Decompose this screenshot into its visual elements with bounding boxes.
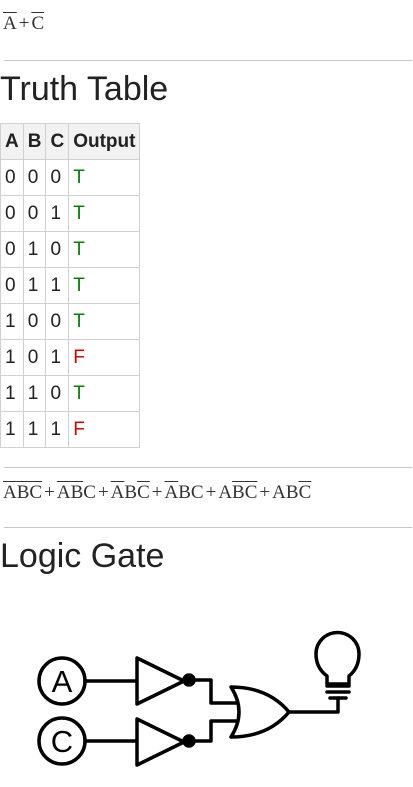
plus-operator: + — [259, 482, 271, 503]
minterm: ABC — [3, 482, 42, 503]
output-cell: T — [68, 375, 141, 412]
divider — [4, 467, 412, 468]
divider — [4, 527, 412, 528]
input-cell: 0 — [0, 231, 24, 268]
input-cell: 0 — [45, 303, 70, 340]
output-cell: T — [68, 195, 141, 232]
plus-operator: + — [18, 13, 30, 34]
not-gate-a — [135, 656, 186, 706]
wire-not-c-to-or — [187, 719, 241, 743]
not-gate-c — [135, 717, 186, 767]
input-cell: 1 — [45, 267, 70, 304]
divider — [4, 60, 412, 61]
input-cell: 1 — [45, 195, 70, 232]
negated-variable: A — [3, 482, 17, 503]
negated-variable: C — [137, 482, 150, 503]
variable: A — [218, 482, 233, 503]
variable: C — [190, 482, 204, 503]
minterm: ABC — [57, 482, 96, 503]
negated-variable: B — [70, 482, 84, 503]
input-cell: 0 — [0, 195, 24, 232]
plus-operator: + — [97, 482, 109, 503]
plus-operator: + — [205, 482, 217, 503]
negated-variable: A — [110, 482, 125, 503]
variable: B — [124, 482, 138, 503]
input-cell: 1 — [0, 411, 24, 448]
output-cell: F — [68, 339, 141, 376]
input-c-label: C — [51, 724, 73, 759]
negated-variable: C — [244, 482, 258, 503]
header-c: C — [45, 123, 70, 160]
input-cell: 0 — [22, 195, 47, 232]
input-cell: 0 — [0, 159, 24, 196]
bulb-icon — [314, 630, 361, 686]
plus-operator: + — [44, 482, 55, 503]
logic-gate-title: Logic Gate — [0, 537, 165, 575]
or-gate — [229, 685, 291, 739]
minterm: ABC — [111, 482, 150, 503]
truth-table-header-row: A B C Output — [0, 123, 141, 160]
input-cell: 0 — [45, 159, 70, 196]
input-cell: 1 — [22, 375, 47, 412]
input-cell: 1 — [45, 411, 70, 448]
output-cell: T — [68, 231, 141, 268]
output-cell: T — [68, 303, 141, 340]
input-cell: 0 — [0, 267, 24, 304]
input-cell: 0 — [22, 303, 47, 340]
input-cell: 0 — [45, 231, 70, 268]
plus-operator: + — [151, 482, 163, 503]
input-cell: 1 — [0, 303, 24, 340]
input-cell: 0 — [22, 339, 47, 376]
output-cell: F — [68, 411, 141, 448]
minterm: ABC — [272, 482, 311, 503]
output-cell: T — [68, 159, 141, 196]
input-cell: 1 — [0, 375, 24, 412]
logic-gate-diagram: A C — [37, 630, 361, 767]
minterm: ABC — [218, 482, 257, 503]
truth-table-title: Truth Table — [0, 70, 169, 108]
variable: C — [83, 482, 96, 503]
variable: B — [178, 482, 191, 503]
sum-of-products-expression: ABC+ABC+ABC+ABC+ABC+ABC — [3, 482, 311, 504]
input-cell: 0 — [22, 159, 47, 196]
input-cell: 1 — [0, 339, 24, 376]
input-cell: 0 — [45, 375, 70, 412]
input-cell: 1 — [22, 231, 47, 268]
wire-output — [287, 696, 340, 714]
header-a: A — [0, 123, 24, 160]
minterm: ABC — [164, 482, 203, 503]
negated-variable: C — [29, 482, 43, 503]
negated-variable: B — [232, 482, 245, 503]
negated-variable: A — [56, 482, 71, 503]
negated-variable: A — [164, 482, 179, 503]
wire-not-a-to-or — [187, 678, 241, 705]
input-cell: 1 — [22, 267, 47, 304]
variable: A — [272, 482, 286, 503]
negated-variable: C — [298, 482, 312, 503]
expression-term: A — [3, 13, 17, 34]
negated-variable: A — [3, 13, 17, 34]
header-b: B — [22, 123, 47, 160]
expression-term: C — [31, 13, 44, 34]
output-cell: T — [68, 267, 141, 304]
simplified-expression: A+C — [3, 13, 44, 35]
header-output: Output — [68, 123, 141, 160]
negated-variable: C — [31, 13, 45, 34]
negated-variable: B — [16, 482, 30, 503]
variable: B — [285, 482, 299, 503]
input-cell: 1 — [45, 339, 70, 376]
input-cell: 1 — [22, 411, 47, 448]
input-a-label: A — [52, 664, 73, 699]
